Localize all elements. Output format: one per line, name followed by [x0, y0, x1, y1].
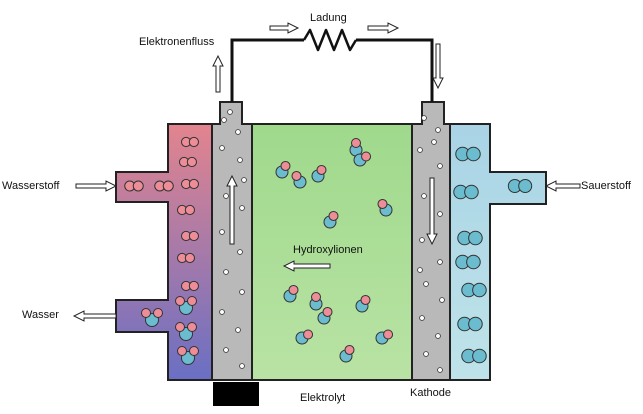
electrode-pore — [417, 267, 423, 273]
h2-molecule-h2 — [162, 180, 174, 192]
electrode-pore — [419, 237, 425, 243]
water-molecule-h2 — [187, 322, 197, 332]
electron-flow-label: Elektronenfluss — [139, 36, 215, 48]
h2-molecule-h2 — [188, 178, 200, 190]
electrode-pore — [221, 117, 227, 123]
o2-molecule-o2 — [472, 282, 487, 298]
electrode-pore — [437, 259, 443, 265]
arrow-cathode-down — [426, 177, 438, 246]
hydroxyl-ion-h — [351, 138, 361, 148]
o2-molecule-o2 — [464, 184, 479, 200]
electrode-pore — [431, 139, 437, 145]
electrode-pore — [239, 205, 245, 211]
hydroxyl-ion-h — [288, 284, 299, 295]
arrow-load-right — [367, 22, 400, 34]
water-molecule-h2 — [189, 346, 199, 356]
hydroxyl-ion-h — [322, 306, 333, 317]
o2-molecule-o2 — [466, 254, 481, 270]
electrode-pore — [219, 309, 225, 315]
arrow-anode-up — [226, 174, 238, 245]
electrode-pore — [219, 145, 225, 151]
circuit-wire — [230, 38, 434, 102]
arrow-load-left — [269, 22, 300, 34]
cathode-label: Kathode — [410, 387, 451, 399]
hydroxyl-ion-h — [360, 294, 371, 305]
hydroxyl-ion-h — [344, 344, 355, 355]
arrow-hydrogen-in — [75, 180, 118, 192]
arrow-water-out — [72, 310, 117, 322]
oxygen-label: Sauerstoff — [581, 180, 631, 192]
arrow-oxygen-in — [544, 180, 581, 192]
h2-molecule-h2 — [132, 180, 144, 192]
arrow-electron-flow-up — [212, 54, 224, 93]
hydroxyl-ions-label: Hydroxylionen — [293, 244, 363, 256]
load-label: Ladung — [310, 12, 347, 24]
electrode-pore — [241, 177, 247, 183]
o2-molecule-o2 — [468, 230, 483, 246]
h2-molecule-h2 — [188, 136, 200, 148]
water-molecule-h1 — [175, 296, 185, 306]
electrode-pore — [439, 297, 445, 303]
h2-molecule-h2 — [184, 252, 196, 264]
electrode-pore — [223, 269, 229, 275]
hydroxyl-ion-h — [316, 164, 327, 175]
electrode-pore — [239, 363, 245, 369]
water-molecule-h1 — [177, 346, 187, 356]
electrode-pore — [417, 147, 423, 153]
electrode-pore — [235, 327, 241, 333]
hydroxyl-ion-h — [361, 151, 372, 162]
electrode-pore — [435, 333, 441, 339]
electrode-pore — [435, 127, 441, 133]
electrode-pore — [437, 163, 443, 169]
arrow-hydroxyl-left — [282, 260, 331, 272]
arrows-group — [72, 22, 581, 322]
electrode-pore — [423, 351, 429, 357]
h2-molecule-h2 — [188, 230, 200, 242]
electrode-pore — [437, 367, 443, 373]
hydroxyl-ion-h — [291, 170, 302, 181]
arrow-cathode-in — [432, 43, 444, 90]
electrode-pore — [421, 115, 427, 121]
electrode-pore — [423, 281, 429, 287]
hydroxyl-ion-h — [311, 292, 321, 302]
water-molecule-h1 — [175, 322, 185, 332]
water-molecule-h2 — [153, 308, 163, 318]
o2-molecule-o2 — [468, 316, 483, 332]
hydrogen-label: Wasserstoff — [2, 180, 60, 192]
hydroxyl-ion-h — [280, 160, 291, 171]
electrode-pores — [219, 109, 445, 373]
electrode-pore — [239, 289, 245, 295]
resistor-zigzag-icon — [302, 28, 358, 52]
electrode-pore — [219, 229, 225, 235]
o2-molecule-o2 — [518, 179, 533, 193]
hydroxyl-ion-h — [303, 329, 314, 340]
h2-molecule-h2 — [188, 280, 200, 292]
electrode-pore — [223, 347, 229, 353]
water-molecule-h1 — [141, 308, 151, 318]
electrode-pore — [437, 211, 443, 217]
hydroxyl-ion-h — [328, 210, 339, 221]
electrode-pore — [235, 129, 241, 135]
terminal-block — [213, 382, 259, 406]
h2-molecule-h2 — [186, 156, 198, 168]
anode-chamber — [115, 123, 213, 381]
electrode-pore — [237, 249, 243, 255]
electrolyte-label: Elektrolyt — [300, 392, 346, 404]
electrode-pore — [227, 109, 233, 115]
electrode-pore — [237, 157, 243, 163]
hydroxyl-ion-h — [377, 198, 388, 209]
cathode-chamber — [449, 123, 547, 381]
water-molecule-h2 — [187, 296, 197, 306]
water-label: Wasser — [22, 309, 59, 321]
h2-molecule-h2 — [184, 204, 196, 216]
electrode-pore — [223, 193, 229, 199]
electrode-pore — [421, 193, 427, 199]
hydroxyl-ion-h — [383, 329, 394, 340]
electrode-pore — [419, 315, 425, 321]
molecules-group — [124, 136, 533, 365]
o2-molecule-o2 — [472, 348, 487, 364]
o2-molecule-o2 — [466, 146, 481, 162]
